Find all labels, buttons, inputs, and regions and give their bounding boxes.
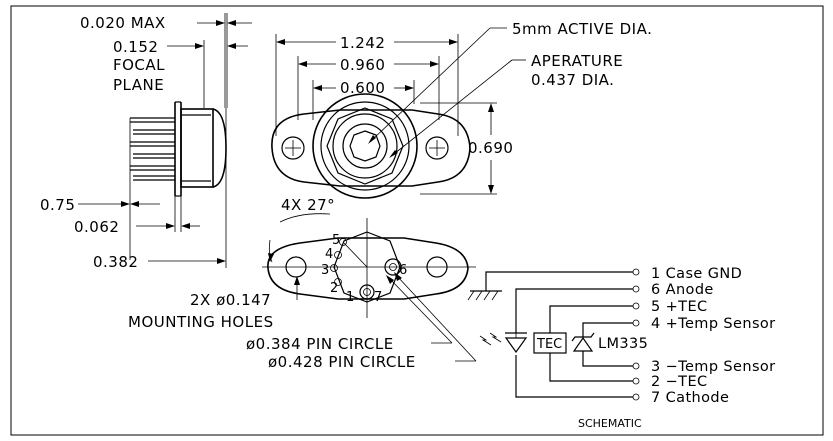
side-view: 0.020 MAX 0.152 FOCAL PLANE — [40, 13, 252, 271]
schematic-title: SCHEMATIC — [578, 417, 642, 430]
mounting-holes-label-2: MOUNTING HOLES — [128, 313, 274, 331]
schematic-pin-7: 7 Cathode — [651, 390, 729, 406]
active-dia-label: 5mm ACTIVE DIA. — [512, 20, 652, 38]
pin-number-3: 3 — [321, 263, 329, 278]
dim-0-600: 0.600 — [340, 79, 385, 97]
focal-label-2: PLANE — [113, 76, 164, 94]
dim-1-242: 1.242 — [340, 34, 385, 52]
aperture-label-2: 0.437 DIA. — [531, 71, 614, 89]
photodiode-icon — [479, 332, 528, 354]
pin-number-2: 2 — [330, 281, 338, 296]
schematic-pin-3: 3 −Temp Sensor — [651, 359, 776, 375]
angle-label: 4X 27° — [281, 196, 335, 214]
dim-0-062: 0.062 — [74, 218, 119, 236]
focal-label-1: FOCAL — [113, 56, 165, 74]
pin-number-7: 7 — [374, 290, 382, 305]
pin-number-5: 5 — [332, 233, 340, 248]
dim-0-960: 0.960 — [340, 56, 385, 74]
sensor-label: LM335 — [598, 336, 648, 352]
schematic-pin-2: 2 −TEC — [651, 374, 708, 390]
pin-number-4: 4 — [325, 247, 333, 262]
dim-0-690: 0.690 — [468, 139, 513, 157]
schematic-pin-5: 5 +TEC — [651, 299, 708, 315]
schematic-pin-4: 4 +Temp Sensor — [651, 316, 776, 332]
pin-number-6: 6 — [399, 263, 407, 278]
schematic-pin-6: 6 Anode — [651, 282, 714, 298]
dim-0-75: 0.75 — [40, 196, 75, 214]
schematic: 1 Case GND 6 Anode 5 +TEC 4 +Temp Sensor… — [467, 266, 776, 430]
focal-dim-label: 0.152 — [113, 38, 158, 56]
tec-label: TEC — [536, 337, 562, 352]
tec-box — [533, 332, 567, 354]
zener-sensor-icon — [571, 332, 595, 352]
pin-circle-0-384-label: ø0.384 PIN CIRCLE — [246, 335, 394, 353]
pin-view: 4X 27° 5 4 3 2 1 7 6 2X ø0.147 MOUNTING … — [128, 196, 477, 371]
pin-circle-0-428-label: ø0.428 PIN CIRCLE — [268, 353, 416, 371]
pin-number-1: 1 — [346, 290, 354, 305]
mounting-holes-label-1: 2X ø0.147 — [190, 291, 271, 309]
dim-0-382: 0.382 — [93, 253, 138, 271]
aperture-label-1: APERATURE — [531, 52, 623, 70]
drawing-border — [10, 5, 824, 436]
schematic-pin-1: 1 Case GND — [651, 266, 742, 282]
top-view: 1.242 0.960 0.600 0.690 5mm ACTIVE DIA. … — [271, 20, 652, 199]
max-dim-label: 0.020 MAX — [80, 14, 166, 32]
